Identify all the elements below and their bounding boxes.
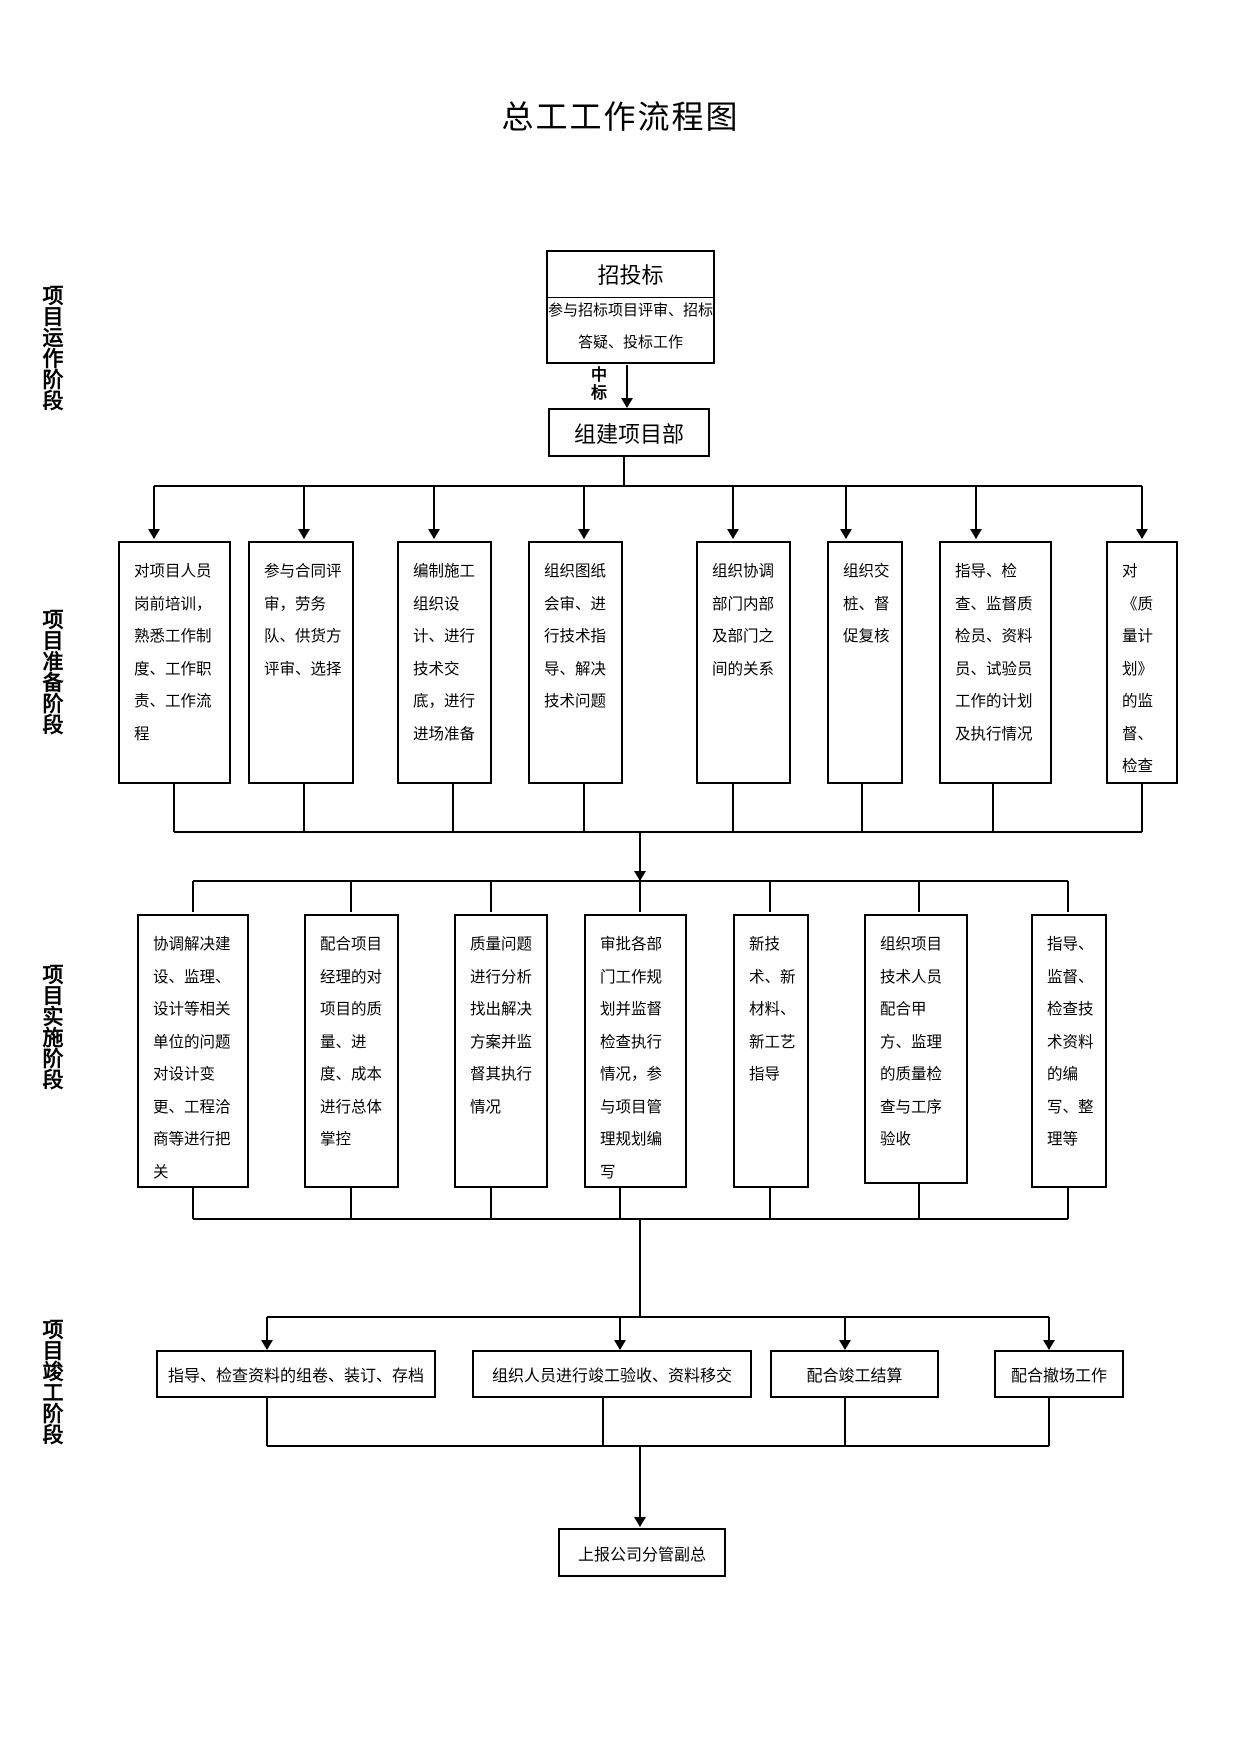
page-title: 总工工作流程图 (501, 98, 740, 136)
bidding-description: 参与招标项目评审、招标答疑、投标工作 (548, 301, 714, 351)
report-to-deputy-box: 上报公司分管副总 (558, 1528, 726, 1577)
stage-label-implementation: 项目实施阶段 (42, 963, 64, 1092)
bidding-divider (548, 297, 713, 298)
prep-box: 对《质量计划》的监督、检查 (1106, 541, 1178, 784)
impl-box: 审批各部门工作规划并监督检查执行情况，参与项目管理规划编写 (584, 914, 687, 1188)
prep-box: 组织图纸会审、进行技术指导、解决技术问题 (528, 541, 623, 784)
prep-box: 对项目人员岗前培训，熟悉工作制度、工作职责、工作流程 (118, 541, 231, 784)
impl-box: 新技术、新材料、新工艺指导 (733, 914, 809, 1188)
prep-box: 组织协调部门内部及部门之间的关系 (696, 541, 791, 784)
setup-project-dept-box: 组建项目部 (548, 408, 710, 457)
impl-box: 组织项目技术人员配合甲方、监理的质量检查与工序验收 (864, 914, 968, 1184)
bidding-title: 招投标 (597, 264, 664, 289)
impl-box: 配合项目经理的对项目的质量、进度、成本进行总体掌控 (304, 914, 399, 1188)
stage-label-preparation: 项目准备阶段 (42, 608, 64, 737)
completion-box: 指导、检查资料的组卷、装订、存档 (156, 1350, 436, 1398)
prep-box: 组织交桩、督促复核 (827, 541, 903, 784)
win-bid-label: 中标 (590, 365, 607, 402)
completion-box: 配合竣工结算 (770, 1350, 939, 1398)
impl-box: 协调解决建设、监理、设计等相关单位的问题对设计变更、工程洽商等进行把关 (137, 914, 249, 1188)
completion-box: 配合撤场工作 (994, 1350, 1124, 1398)
prep-box: 参与合同评审，劳务队、供货方评审、选择 (248, 541, 354, 784)
stage-label-operation: 项目运作阶段 (42, 284, 64, 413)
impl-box: 质量问题进行分析找出解决方案并监督其执行情况 (454, 914, 548, 1188)
completion-box: 组织人员进行竣工验收、资料移交 (472, 1350, 752, 1398)
prep-box: 编制施工组织设计、进行技术交底，进行进场准备 (397, 541, 492, 784)
prep-box: 指导、检查、监督质检员、资料员、试验员工作的计划及执行情况 (939, 541, 1052, 784)
stage-label-completion: 项目竣工阶段 (42, 1318, 64, 1447)
impl-box: 指导、监督、检查技术资料的编写、整理等 (1031, 914, 1107, 1188)
bidding-box: 招投标 参与招标项目评审、招标答疑、投标工作 (546, 250, 715, 364)
